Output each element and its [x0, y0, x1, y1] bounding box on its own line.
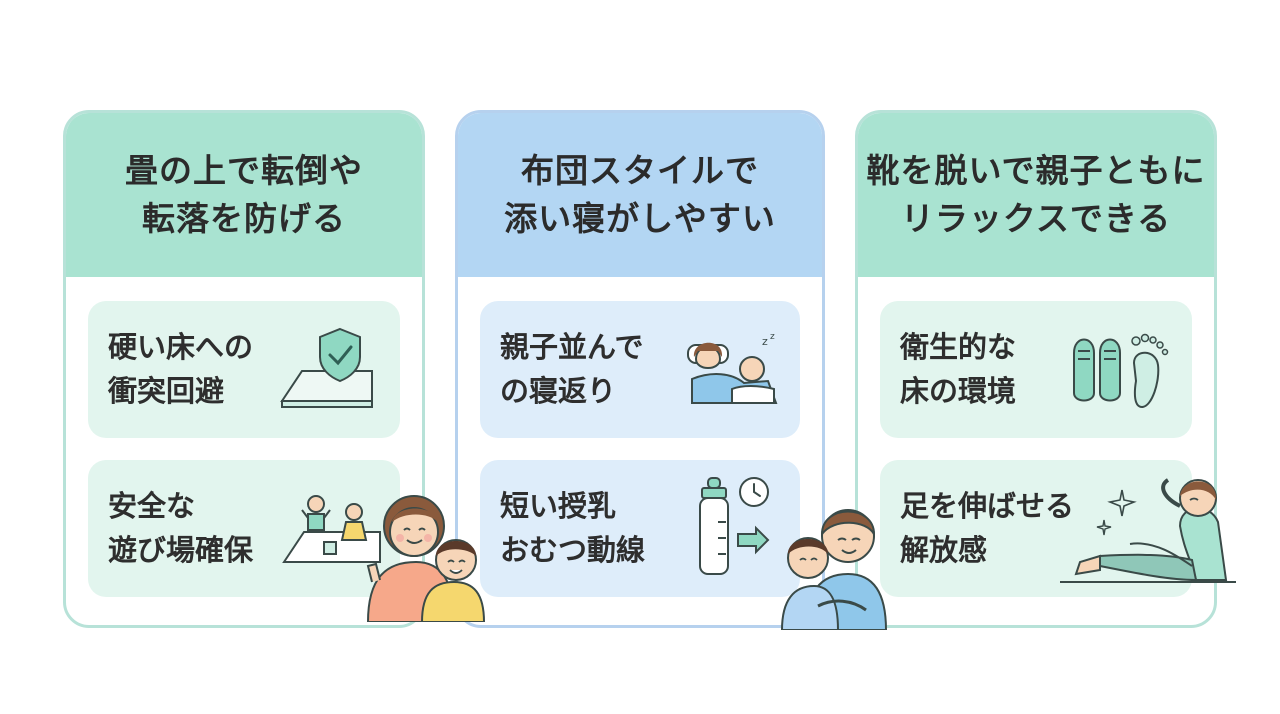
svg-text:z: z — [762, 335, 768, 348]
benefit-text: 短い授乳 おむつ動線 — [500, 488, 646, 568]
benefit-item: 衛生的な 床の環境 — [880, 301, 1192, 438]
shoes-footprint-icon — [1064, 323, 1174, 417]
benefit-text: 足を伸ばせる 解放感 — [900, 488, 1075, 568]
svg-text:z: z — [770, 332, 775, 342]
sleeping-parent-baby-icon: z z — [682, 323, 782, 417]
card-header: 畳の上で転倒や 転落を防げる — [66, 113, 422, 277]
card-title: 靴を脱いで親子ともに リラックスできる — [866, 151, 1206, 238]
benefit-item: 足を伸ばせる 解放感 — [880, 460, 1192, 597]
benefit-text: 硬い床への 衝突回避 — [108, 329, 254, 409]
baby-bottle-clock-icon — [694, 472, 774, 586]
card-title: 畳の上で転倒や 転落を防げる — [125, 151, 363, 238]
shield-floor-icon — [272, 323, 382, 417]
card-relax: 靴を脱いで親子ともに リラックスできる 衛生的な 床の環境 足を伸ばせる 解放感 — [855, 110, 1217, 628]
benefit-text: 安全な 遊び場確保 — [108, 488, 254, 568]
benefit-item: 短い授乳 おむつ動線 — [480, 460, 800, 597]
mother-child-illustration — [362, 482, 487, 626]
benefit-text: 衛生的な 床の環境 — [900, 329, 1017, 409]
card-tatami-safety: 畳の上で転倒や 転落を防げる 硬い床への 衝突回避 安全な 遊び場確保 — [63, 110, 425, 628]
card-header: 布団スタイルで 添い寝がしやすい — [458, 113, 822, 277]
card-title: 布団スタイルで 添い寝がしやすい — [504, 151, 776, 238]
benefit-item: 親子並んで の寝返り z z — [480, 301, 800, 438]
card-cosleeping: 布団スタイルで 添い寝がしやすい 親子並んで の寝返り z z 短い授乳 おむつ… — [455, 110, 825, 628]
relaxing-person-icon — [1060, 470, 1240, 599]
card-header: 靴を脱いで親子ともに リラックスできる — [858, 113, 1214, 277]
kids-playmat-icon — [282, 490, 382, 574]
benefit-text: 親子並んで の寝返り — [500, 329, 644, 409]
parent-hug-illustration — [778, 494, 890, 634]
benefit-item: 硬い床への 衝突回避 — [88, 301, 400, 438]
